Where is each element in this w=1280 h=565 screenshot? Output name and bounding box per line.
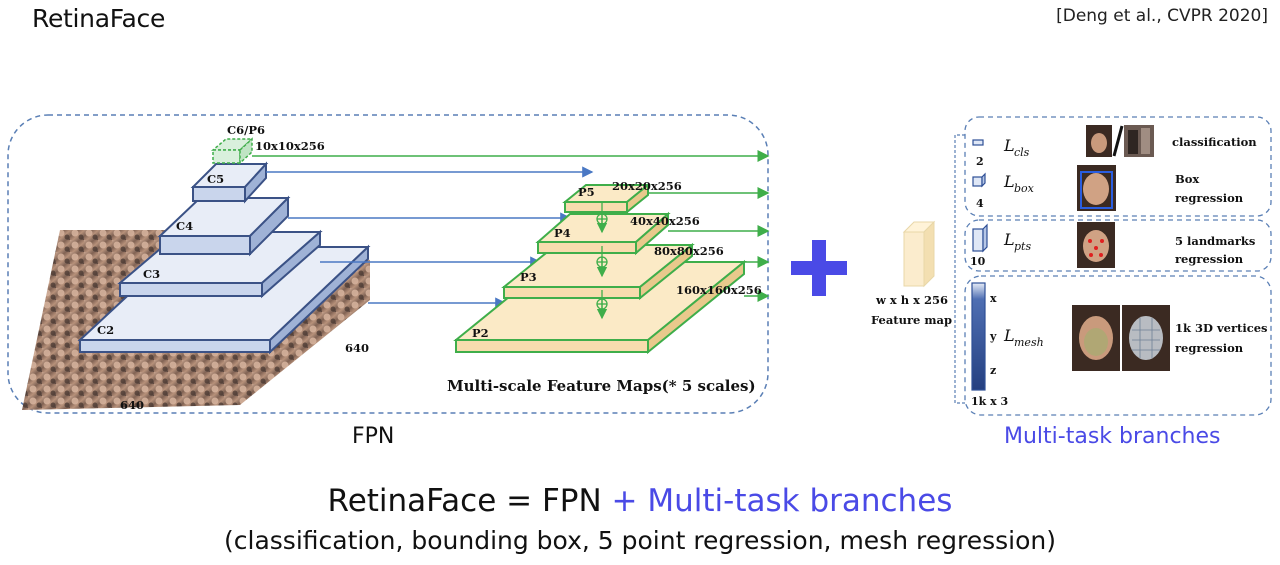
pts-cube <box>972 223 988 253</box>
equation-subtitle: (classification, bounding box, 5 point r… <box>224 526 1056 555</box>
multiscale-label: Multi-scale Feature Maps(* 5 scales) <box>447 377 756 395</box>
loss-mesh-symbol: L <box>1003 326 1015 345</box>
slash-divider <box>1112 125 1124 157</box>
slide-title: RetinaFace <box>32 4 166 33</box>
desc-pts-2: regression <box>1175 252 1244 266</box>
cls-cube <box>972 139 984 146</box>
cls-channels: 2 <box>976 155 984 168</box>
loss-cls-sub: cls <box>1014 146 1030 159</box>
feature-map-label: Feature map <box>871 313 952 327</box>
face-thumbnail-mesh-1 <box>1072 305 1120 371</box>
feature-map-dims: w x h x 256 <box>875 293 948 307</box>
label-p5: P5 <box>578 185 595 199</box>
branch-bracket <box>954 134 965 404</box>
desc-mesh-1: 1k 3D vertices <box>1175 321 1267 335</box>
loss-box-sub: box <box>1014 182 1035 195</box>
face-thumbnail-pts <box>1077 222 1115 268</box>
plus-sign <box>791 240 847 296</box>
loss-pts-symbol: L <box>1003 230 1015 249</box>
box-channels: 4 <box>976 197 984 210</box>
label-c6-dims: 10x10x256 <box>255 139 325 153</box>
face-thumbnail-box <box>1077 165 1116 211</box>
fpn-caption: FPN <box>352 424 395 449</box>
label-c2: C2 <box>97 323 114 337</box>
merge-markers <box>596 202 608 320</box>
label-p5-dims: 20x20x256 <box>612 179 682 193</box>
face-thumbnail-cls-negative <box>1124 125 1154 157</box>
desc-box-1: Box <box>1175 172 1199 186</box>
mesh-z-label: z <box>990 364 996 377</box>
label-p2: P2 <box>472 326 489 340</box>
desc-mesh-2: regression <box>1175 341 1244 355</box>
feature-map-p3 <box>501 242 695 301</box>
mesh-y-label: y <box>989 330 997 343</box>
pyramid-level-c6 <box>210 137 254 165</box>
label-p4: P4 <box>554 226 571 240</box>
label-c5: C5 <box>207 172 224 186</box>
equation-left: RetinaFace = FPN <box>327 483 602 519</box>
desc-cls: classification <box>1172 135 1257 149</box>
branch-box-cls-box <box>964 116 1272 217</box>
feature-map-p5 <box>562 182 651 215</box>
label-p3-dims: 80x80x256 <box>654 244 724 258</box>
branch-box-pts <box>964 219 1272 272</box>
label-c6: C6/P6 <box>227 123 265 137</box>
equation-right: + Multi-task branches <box>611 483 953 519</box>
label-input-height: 640 <box>345 341 369 355</box>
label-c4: C4 <box>176 219 193 233</box>
citation: [Deng et al., CVPR 2020] <box>1056 6 1268 26</box>
pts-channels: 10 <box>970 255 986 268</box>
pyramid-level-c5 <box>190 161 269 204</box>
loss-mesh-sub: mesh <box>1014 336 1044 349</box>
desc-box-2: regression <box>1175 191 1244 205</box>
face-thumbnail-cls-positive <box>1086 125 1112 157</box>
mesh-channels: 1k x 3 <box>971 395 1008 408</box>
face-thumbnail-mesh-2 <box>1122 305 1170 371</box>
fpn-container <box>7 114 769 414</box>
loss-cls-symbol: L <box>1003 136 1015 155</box>
pyramid-level-c4 <box>157 195 291 257</box>
loss-pts-sub: pts <box>1014 240 1031 253</box>
output-arrows <box>252 150 770 302</box>
feature-map-cube <box>902 220 936 288</box>
label-c3: C3 <box>143 267 160 281</box>
branches-caption: Multi-task branches <box>1004 424 1221 449</box>
label-p3: P3 <box>520 270 537 284</box>
label-input-width: 640 <box>120 398 144 412</box>
mesh-x-label: x <box>990 292 997 305</box>
label-p2-dims: 160x160x256 <box>676 283 762 297</box>
label-p4-dims: 40x40x256 <box>630 214 700 228</box>
branch-box-mesh <box>964 275 1272 416</box>
box-cube <box>972 172 986 188</box>
desc-pts-1: 5 landmarks <box>1175 234 1255 248</box>
mesh-bar <box>971 282 986 391</box>
equation: RetinaFace = FPN + Multi-task branches <box>0 483 1280 519</box>
loss-box-symbol: L <box>1003 172 1015 191</box>
